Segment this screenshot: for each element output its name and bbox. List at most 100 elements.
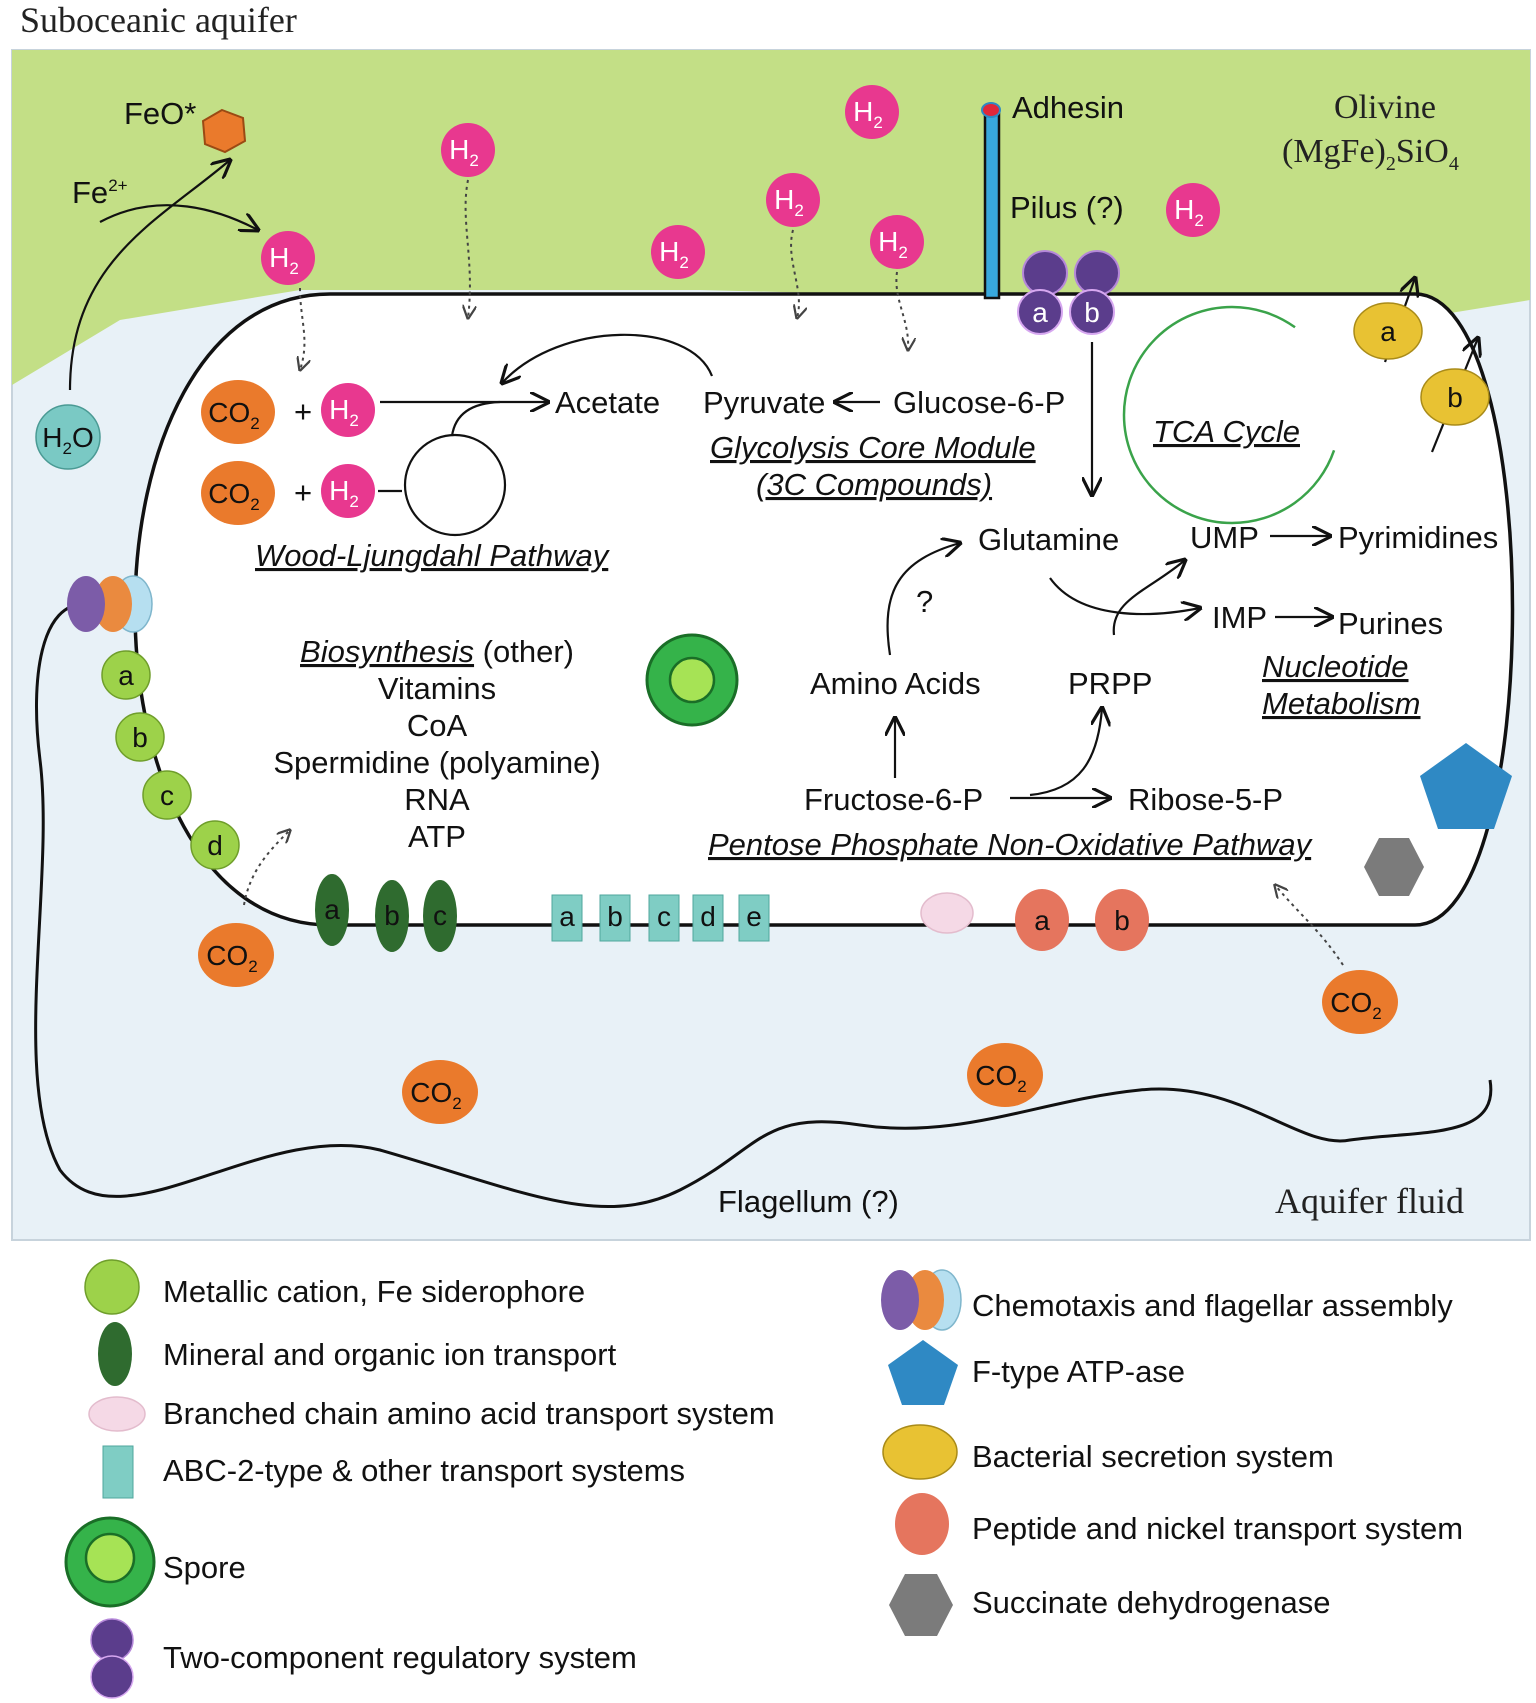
svg-text:a: a bbox=[118, 660, 134, 691]
svg-text:H2: H2 bbox=[1174, 194, 1204, 230]
flagellum-label: Flagellum (?) bbox=[718, 1184, 899, 1219]
peptide-transport-complex: a b bbox=[1015, 889, 1149, 951]
svg-text:Mineral and organic ion transp: Mineral and organic ion transport bbox=[163, 1337, 617, 1372]
svg-text:a: a bbox=[1380, 316, 1396, 347]
svg-text:H2: H2 bbox=[878, 226, 908, 262]
svg-text:c: c bbox=[160, 780, 174, 811]
glycolysis-label-line1: Glycolysis Core Module bbox=[710, 430, 1036, 465]
tca-cycle-circle bbox=[1122, 305, 1342, 525]
nucleotide-label-line2: Metabolism bbox=[1262, 686, 1421, 721]
legend-item-metallic: Metallic cation, Fe siderophore bbox=[84, 1259, 585, 1315]
svg-text:Branched chain amino acid tran: Branched chain amino acid transport syst… bbox=[163, 1396, 775, 1431]
acetate-label: Acetate bbox=[555, 385, 660, 420]
atpase-legend-icon bbox=[888, 1340, 958, 1405]
feo-hexagon-icon bbox=[201, 108, 247, 154]
succinate-hexagon-icon bbox=[1364, 838, 1424, 896]
purines-label: Purines bbox=[1338, 606, 1443, 641]
svg-text:H2O: H2O bbox=[42, 422, 93, 458]
svg-text:b: b bbox=[384, 900, 400, 931]
two-component-system-membrane: a b bbox=[1017, 250, 1120, 335]
atpase-pentagon-icon bbox=[1420, 743, 1512, 829]
svg-text:Succinate dehydrogenase: Succinate dehydrogenase bbox=[972, 1585, 1330, 1620]
legend-item-atpase: F-type ATP-ase bbox=[888, 1340, 1185, 1405]
svg-text:Bacterial secretion system: Bacterial secretion system bbox=[972, 1439, 1334, 1474]
tca-cycle-label: TCA Cycle bbox=[1153, 414, 1300, 449]
co2-molecule: CO2 bbox=[967, 1043, 1043, 1107]
legend-item-two-component: Two-component regulatory system bbox=[90, 1618, 637, 1699]
succinate-legend-icon bbox=[889, 1574, 953, 1636]
flagellum bbox=[34, 602, 1493, 1208]
prpp-label: PRPP bbox=[1068, 666, 1152, 701]
co2-molecule: CO2 bbox=[402, 1060, 478, 1124]
svg-text:Olivine: Olivine bbox=[1334, 89, 1436, 126]
svg-text:H2: H2 bbox=[853, 96, 883, 132]
imp-label: IMP bbox=[1212, 600, 1267, 635]
svg-text:H2: H2 bbox=[269, 242, 299, 278]
chemotaxis-complex bbox=[67, 575, 153, 633]
biosynthesis-item: CoA bbox=[407, 708, 468, 743]
svg-text:a: a bbox=[1034, 905, 1050, 936]
glutamine-label: Glutamine bbox=[978, 522, 1119, 557]
ribose-5-p-label: Ribose-5-P bbox=[1128, 782, 1283, 817]
svg-text:Two-component regulatory syste: Two-component regulatory system bbox=[163, 1640, 637, 1675]
wood-ljungdahl-label: Wood-Ljungdahl Pathway bbox=[255, 538, 611, 573]
svg-text:b: b bbox=[1114, 905, 1130, 936]
adhesin-icon bbox=[981, 102, 1001, 118]
h2-molecule: H2 bbox=[321, 383, 375, 437]
svg-text:+: + bbox=[294, 394, 312, 429]
spore-icon bbox=[645, 633, 739, 727]
biosynthesis-item: RNA bbox=[404, 782, 470, 817]
svg-text:d: d bbox=[700, 901, 716, 932]
wood-ljungdahl-cycle bbox=[403, 433, 507, 537]
region-label-suboceanic: Suboceanic aquifer bbox=[20, 0, 297, 40]
co2-molecule: CO2 bbox=[201, 461, 275, 525]
abc-transport-complex: a b c d e bbox=[551, 894, 770, 942]
svg-text:CO2: CO2 bbox=[410, 1077, 461, 1113]
svg-text:e: e bbox=[746, 901, 762, 932]
legend-item-mineral: Mineral and organic ion transport bbox=[98, 1322, 617, 1386]
svg-text:c: c bbox=[657, 901, 671, 932]
svg-text:Peptide and nickel transport s: Peptide and nickel transport system bbox=[972, 1511, 1463, 1546]
abc-transporter-icon bbox=[102, 1445, 134, 1499]
svg-text:CO2: CO2 bbox=[1330, 987, 1381, 1023]
legend-item-secretion: Bacterial secretion system bbox=[882, 1424, 1334, 1480]
h2-molecule: H2 bbox=[321, 464, 375, 518]
nucleotide-label-line1: Nucleotide bbox=[1262, 649, 1408, 684]
biosynthesis-item: Vitamins bbox=[378, 671, 496, 706]
legend-left: Metallic cation, Fe siderophore Mineral … bbox=[64, 1259, 775, 1699]
svg-text:c: c bbox=[433, 900, 447, 931]
branched-chain-transporter bbox=[920, 892, 974, 934]
svg-text:CO2: CO2 bbox=[975, 1060, 1026, 1096]
svg-text:b: b bbox=[1447, 382, 1463, 413]
h2o-molecule: H2O bbox=[35, 404, 101, 470]
svg-text:(MgFe)2SiO4: (MgFe)2SiO4 bbox=[1282, 133, 1459, 175]
svg-text:b: b bbox=[132, 722, 148, 753]
h2-molecules: H2 H2 H2 H2 H2 H2 H2 bbox=[261, 85, 1220, 285]
glucose-6-p-label: Glucose-6-P bbox=[893, 385, 1065, 420]
svg-text:ABC-2-type & other transport s: ABC-2-type & other transport systems bbox=[163, 1453, 685, 1488]
svg-text:a: a bbox=[324, 894, 340, 925]
co2-molecule: CO2 bbox=[198, 923, 274, 987]
h2-molecule: H2 bbox=[870, 215, 924, 269]
feo-label: FeO* bbox=[124, 96, 196, 131]
svg-text:d: d bbox=[207, 830, 223, 861]
h2-molecule: H2 bbox=[261, 231, 315, 285]
svg-text:F-type ATP-ase: F-type ATP-ase bbox=[972, 1354, 1185, 1389]
svg-text:a: a bbox=[1032, 297, 1048, 328]
svg-text:a: a bbox=[559, 901, 575, 932]
ump-label: UMP bbox=[1190, 520, 1259, 555]
pentose-phosphate-label: Pentose Phosphate Non-Oxidative Pathway bbox=[708, 827, 1314, 862]
glycolysis-label-line2: (3C Compounds) bbox=[756, 467, 992, 502]
adhesin-label: Adhesin bbox=[1012, 90, 1124, 125]
legend-item-peptide: Peptide and nickel transport system bbox=[895, 1493, 1463, 1555]
h2-molecule: H2 bbox=[766, 173, 820, 227]
fructose-6-p-label: Fructose-6-P bbox=[804, 782, 983, 817]
secretion-legend-icon bbox=[882, 1424, 958, 1480]
svg-text:H2: H2 bbox=[449, 134, 479, 170]
svg-text:b: b bbox=[607, 901, 623, 932]
metallic-cation-icon bbox=[84, 1259, 140, 1315]
mineral-transport-icon bbox=[98, 1322, 132, 1386]
svg-text:H2: H2 bbox=[329, 475, 359, 511]
